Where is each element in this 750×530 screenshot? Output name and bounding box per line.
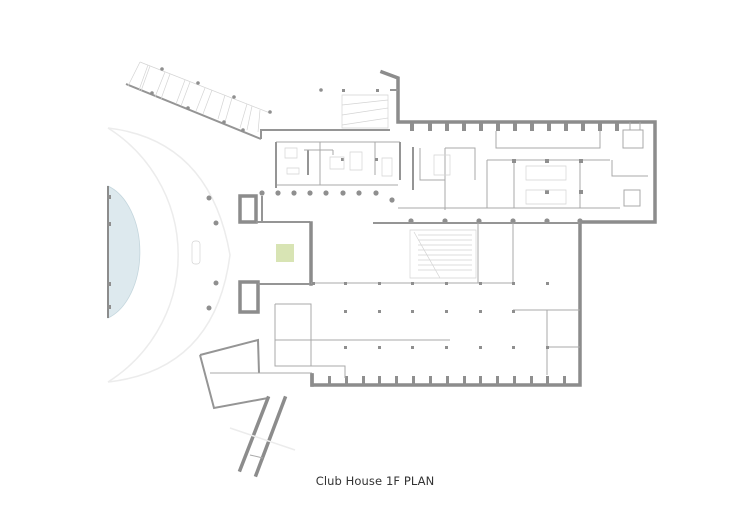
car-icon bbox=[191, 240, 201, 265]
building-outline bbox=[238, 69, 657, 387]
entrance-columns bbox=[206, 195, 219, 311]
drawing-caption: Club House 1F PLAN bbox=[315, 474, 435, 488]
driveway-arc bbox=[107, 127, 231, 383]
southwest-wing bbox=[199, 338, 314, 478]
entrance-canopy bbox=[125, 61, 272, 140]
pool bbox=[107, 185, 141, 319]
